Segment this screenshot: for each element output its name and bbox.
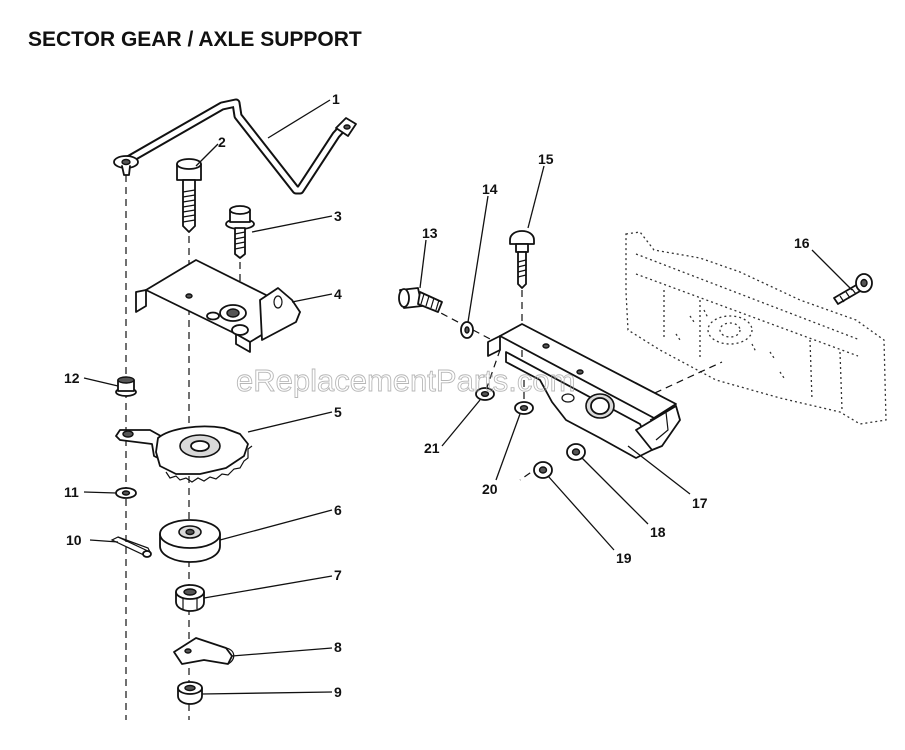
- part-20-nut: [514, 401, 534, 415]
- leader-11: [83, 491, 117, 494]
- part-6-pinion-gear: [159, 519, 221, 563]
- part-4-bracket: [135, 259, 301, 353]
- part-12-flange-nut: [115, 376, 137, 397]
- leader-8: [231, 647, 333, 657]
- diagram-title: SECTOR GEAR / AXLE SUPPORT: [28, 28, 362, 51]
- part-2-hex-bolt: [176, 158, 202, 233]
- part-14-washer: [460, 321, 474, 339]
- part-17-axle-support: [487, 323, 681, 459]
- part-16-frame: [625, 231, 887, 425]
- leader-16: [811, 249, 853, 291]
- callout-5: 5: [334, 404, 342, 420]
- leader-17: [627, 445, 691, 495]
- part-8-clip: [173, 637, 235, 665]
- callout-12: 12: [64, 370, 80, 386]
- callout-16: 16: [794, 235, 810, 251]
- part-11-washer: [115, 487, 137, 499]
- leader-6: [219, 509, 333, 541]
- part-3-flange-bolt: [225, 205, 255, 259]
- callout-10: 10: [66, 532, 82, 548]
- callout-2: 2: [218, 134, 226, 150]
- leader-3: [251, 215, 333, 233]
- leader-14: [467, 195, 489, 323]
- callout-21: 21: [424, 440, 440, 456]
- leader-lines: [83, 99, 853, 695]
- leader-13: [419, 239, 427, 289]
- part-19-nut: [533, 461, 553, 479]
- leader-10: [89, 539, 119, 543]
- callout-13: 13: [422, 225, 438, 241]
- leader-21: [441, 399, 481, 447]
- callout-6: 6: [334, 502, 342, 518]
- callout-numbers: 1 2 3 4 5 6 7 8 9 10 11 12 13 14 15 16 1…: [64, 91, 810, 700]
- part-9-nut: [177, 681, 203, 705]
- watermark: eReplacementParts.com: [236, 363, 575, 398]
- leader-9: [201, 691, 333, 695]
- callout-9: 9: [334, 684, 342, 700]
- leader-18: [581, 457, 649, 525]
- leader-12: [83, 377, 119, 387]
- callout-19: 19: [616, 550, 632, 566]
- callout-3: 3: [334, 208, 342, 224]
- callout-4: 4: [334, 286, 342, 302]
- callout-18: 18: [650, 524, 666, 540]
- callout-15: 15: [538, 151, 554, 167]
- leader-20: [495, 413, 521, 481]
- leader-15: [527, 165, 545, 229]
- part-1-drag-link: [113, 98, 357, 195]
- leader-2: [195, 143, 219, 167]
- leader-4: [291, 293, 333, 303]
- callout-8: 8: [334, 639, 342, 655]
- mount-line-frame: [643, 361, 723, 399]
- leader-7: [203, 575, 333, 599]
- callout-7: 7: [334, 567, 342, 583]
- leader-1: [267, 99, 331, 139]
- callout-14: 14: [482, 181, 498, 197]
- part-7-bearing-nut: [175, 584, 205, 612]
- callout-11: 11: [64, 484, 79, 500]
- leader-5: [247, 411, 333, 433]
- part-13-hex-bolt: [398, 287, 443, 313]
- callout-1: 1: [332, 91, 340, 107]
- callout-20: 20: [482, 481, 498, 497]
- part-16-frame-bolt: [833, 273, 873, 305]
- leader-19: [547, 475, 615, 551]
- callout-17: 17: [692, 495, 708, 511]
- part-21-nut: [475, 387, 495, 401]
- part-10-cotter-pin: [110, 536, 152, 558]
- part-5-sector-gear: [115, 425, 253, 483]
- part-15-carriage-bolt: [509, 230, 535, 289]
- part-18-nut: [566, 443, 586, 461]
